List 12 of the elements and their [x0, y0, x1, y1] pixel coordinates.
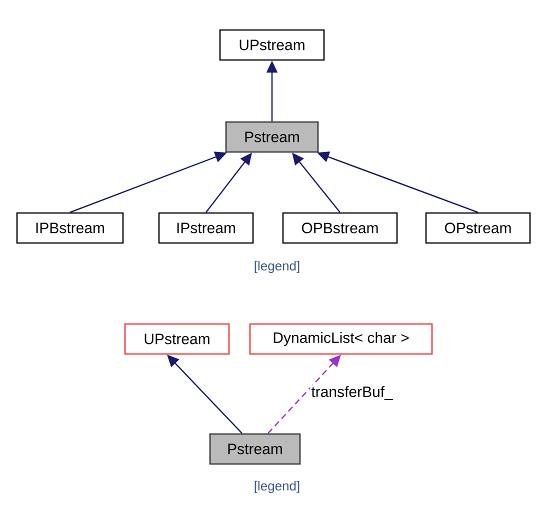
class-box: Pstream [209, 433, 301, 465]
class-box: UPstream [219, 29, 325, 61]
legend-link: [legend] [254, 260, 300, 274]
class-box: IPBstream [16, 212, 124, 244]
legend-link: [legend] [254, 480, 300, 494]
edge-label: transferBuf_ [310, 385, 394, 401]
class-box: Pstream [225, 121, 319, 153]
class-box: IPstream [158, 212, 254, 244]
class-box: DynamicList< char > [249, 323, 433, 355]
class-box: OPBstream [282, 212, 398, 244]
class-box: UPstream [124, 323, 230, 355]
class-box: OPstream [425, 212, 531, 244]
